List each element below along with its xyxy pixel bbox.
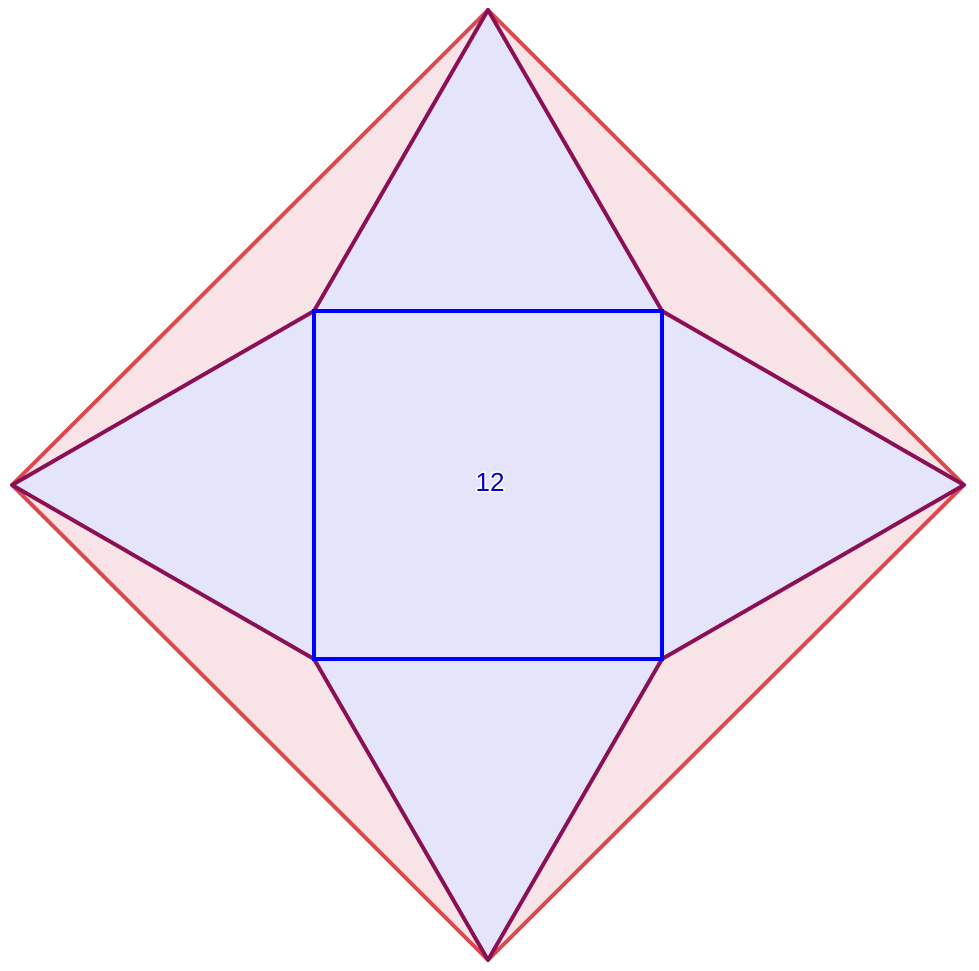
inner-square-label: 12	[476, 467, 505, 497]
star-shape	[10, 8, 966, 962]
inner-square	[312, 309, 664, 661]
